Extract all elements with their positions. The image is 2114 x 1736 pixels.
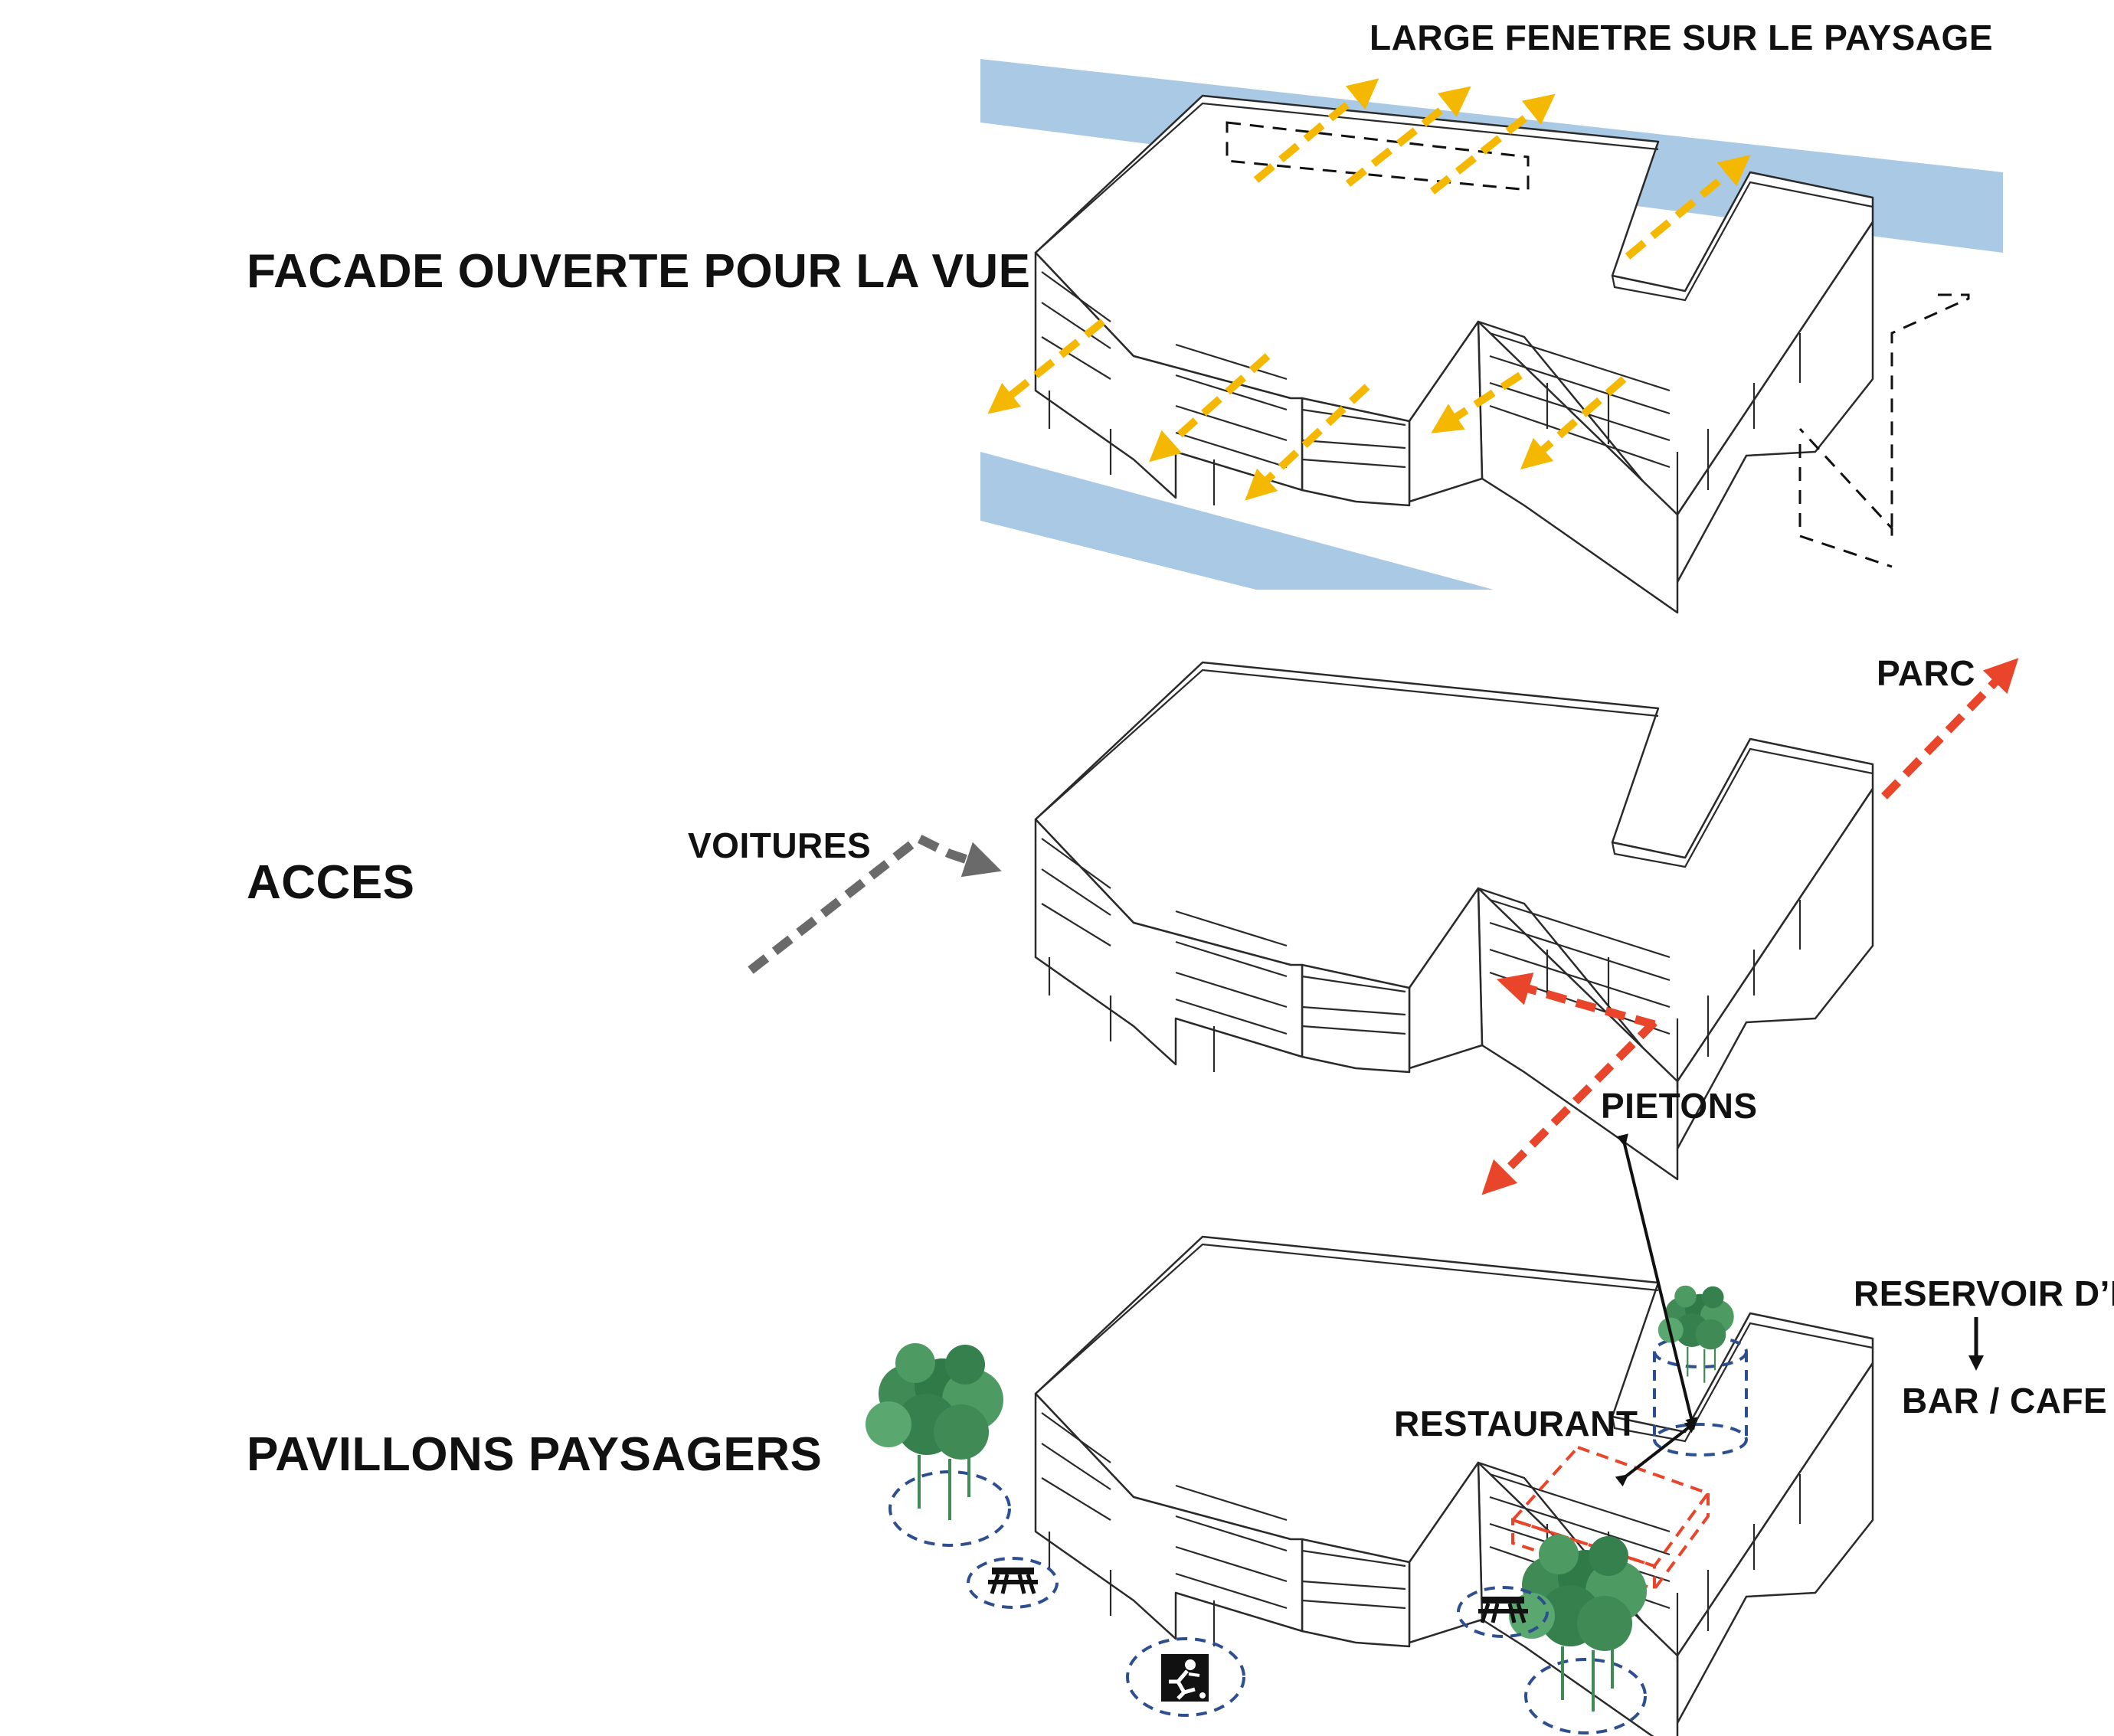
label-water-tank: RESERVOIR D’EAU [1854, 1273, 2114, 1313]
picnic-table-right [1457, 1586, 1549, 1638]
label-park: PARC [1877, 653, 1975, 693]
section-access: ACCES VOITURES PARC PIETONS [247, 653, 2019, 1195]
section-views: FACADE OUVERTE POUR LA VUE LARGE FENETRE… [247, 18, 2003, 614]
view-arrow-2 [1345, 86, 1471, 187]
view-arrow-6 [1149, 353, 1271, 463]
section-title-access: ACCES [247, 856, 415, 909]
neighbour-outline [1798, 293, 1970, 536]
picnic-table-left [967, 1557, 1059, 1609]
label-pedestrians: PIETONS [1601, 1086, 1758, 1126]
section-title-views: FACADE OUVERTE POUR LA VUE [247, 245, 1030, 298]
tree-group-right [1507, 1533, 1648, 1734]
large-window-outline [1226, 121, 1530, 191]
landscape-band-bottom [980, 452, 1494, 590]
label-cars: VOITURES [688, 825, 871, 865]
section-pavilions: PAVILLONS PAYSAGERS RESTAURANT RESERVOIR… [247, 1133, 2114, 1736]
section-title-pavilions: PAVILLONS PAYSAGERS [247, 1428, 822, 1481]
petanque-area [1126, 1637, 1245, 1717]
petanque-player-icon [1161, 1654, 1209, 1702]
view-arrow-5 [987, 319, 1106, 414]
pedestrian-arrow-main [1481, 1019, 1657, 1195]
view-arrow-7 [1245, 384, 1370, 501]
restaurant-link-arrow [1616, 1133, 1697, 1430]
pedestrian-arrow-entry [1496, 973, 1656, 1029]
view-arrow-8 [1431, 371, 1523, 433]
tree-group-left [864, 1342, 1011, 1547]
building-pavilions [1034, 1235, 1874, 1736]
car-arrow [748, 832, 1002, 974]
label-bar-cafe: BAR / CAFE [1902, 1381, 2107, 1421]
picnic-table-icon [1478, 1597, 1528, 1623]
view-arrow-1 [1253, 78, 1379, 183]
annotation-large-window: LARGE FENETRE SUR LE PAYSAGE [1370, 18, 1993, 57]
view-arrow-9 [1520, 376, 1627, 470]
view-arrow-3 [1429, 93, 1556, 195]
label-restaurant: RESTAURANT [1394, 1404, 1638, 1443]
view-arrow-4 [1625, 155, 1751, 260]
picnic-table-icon [988, 1568, 1038, 1594]
